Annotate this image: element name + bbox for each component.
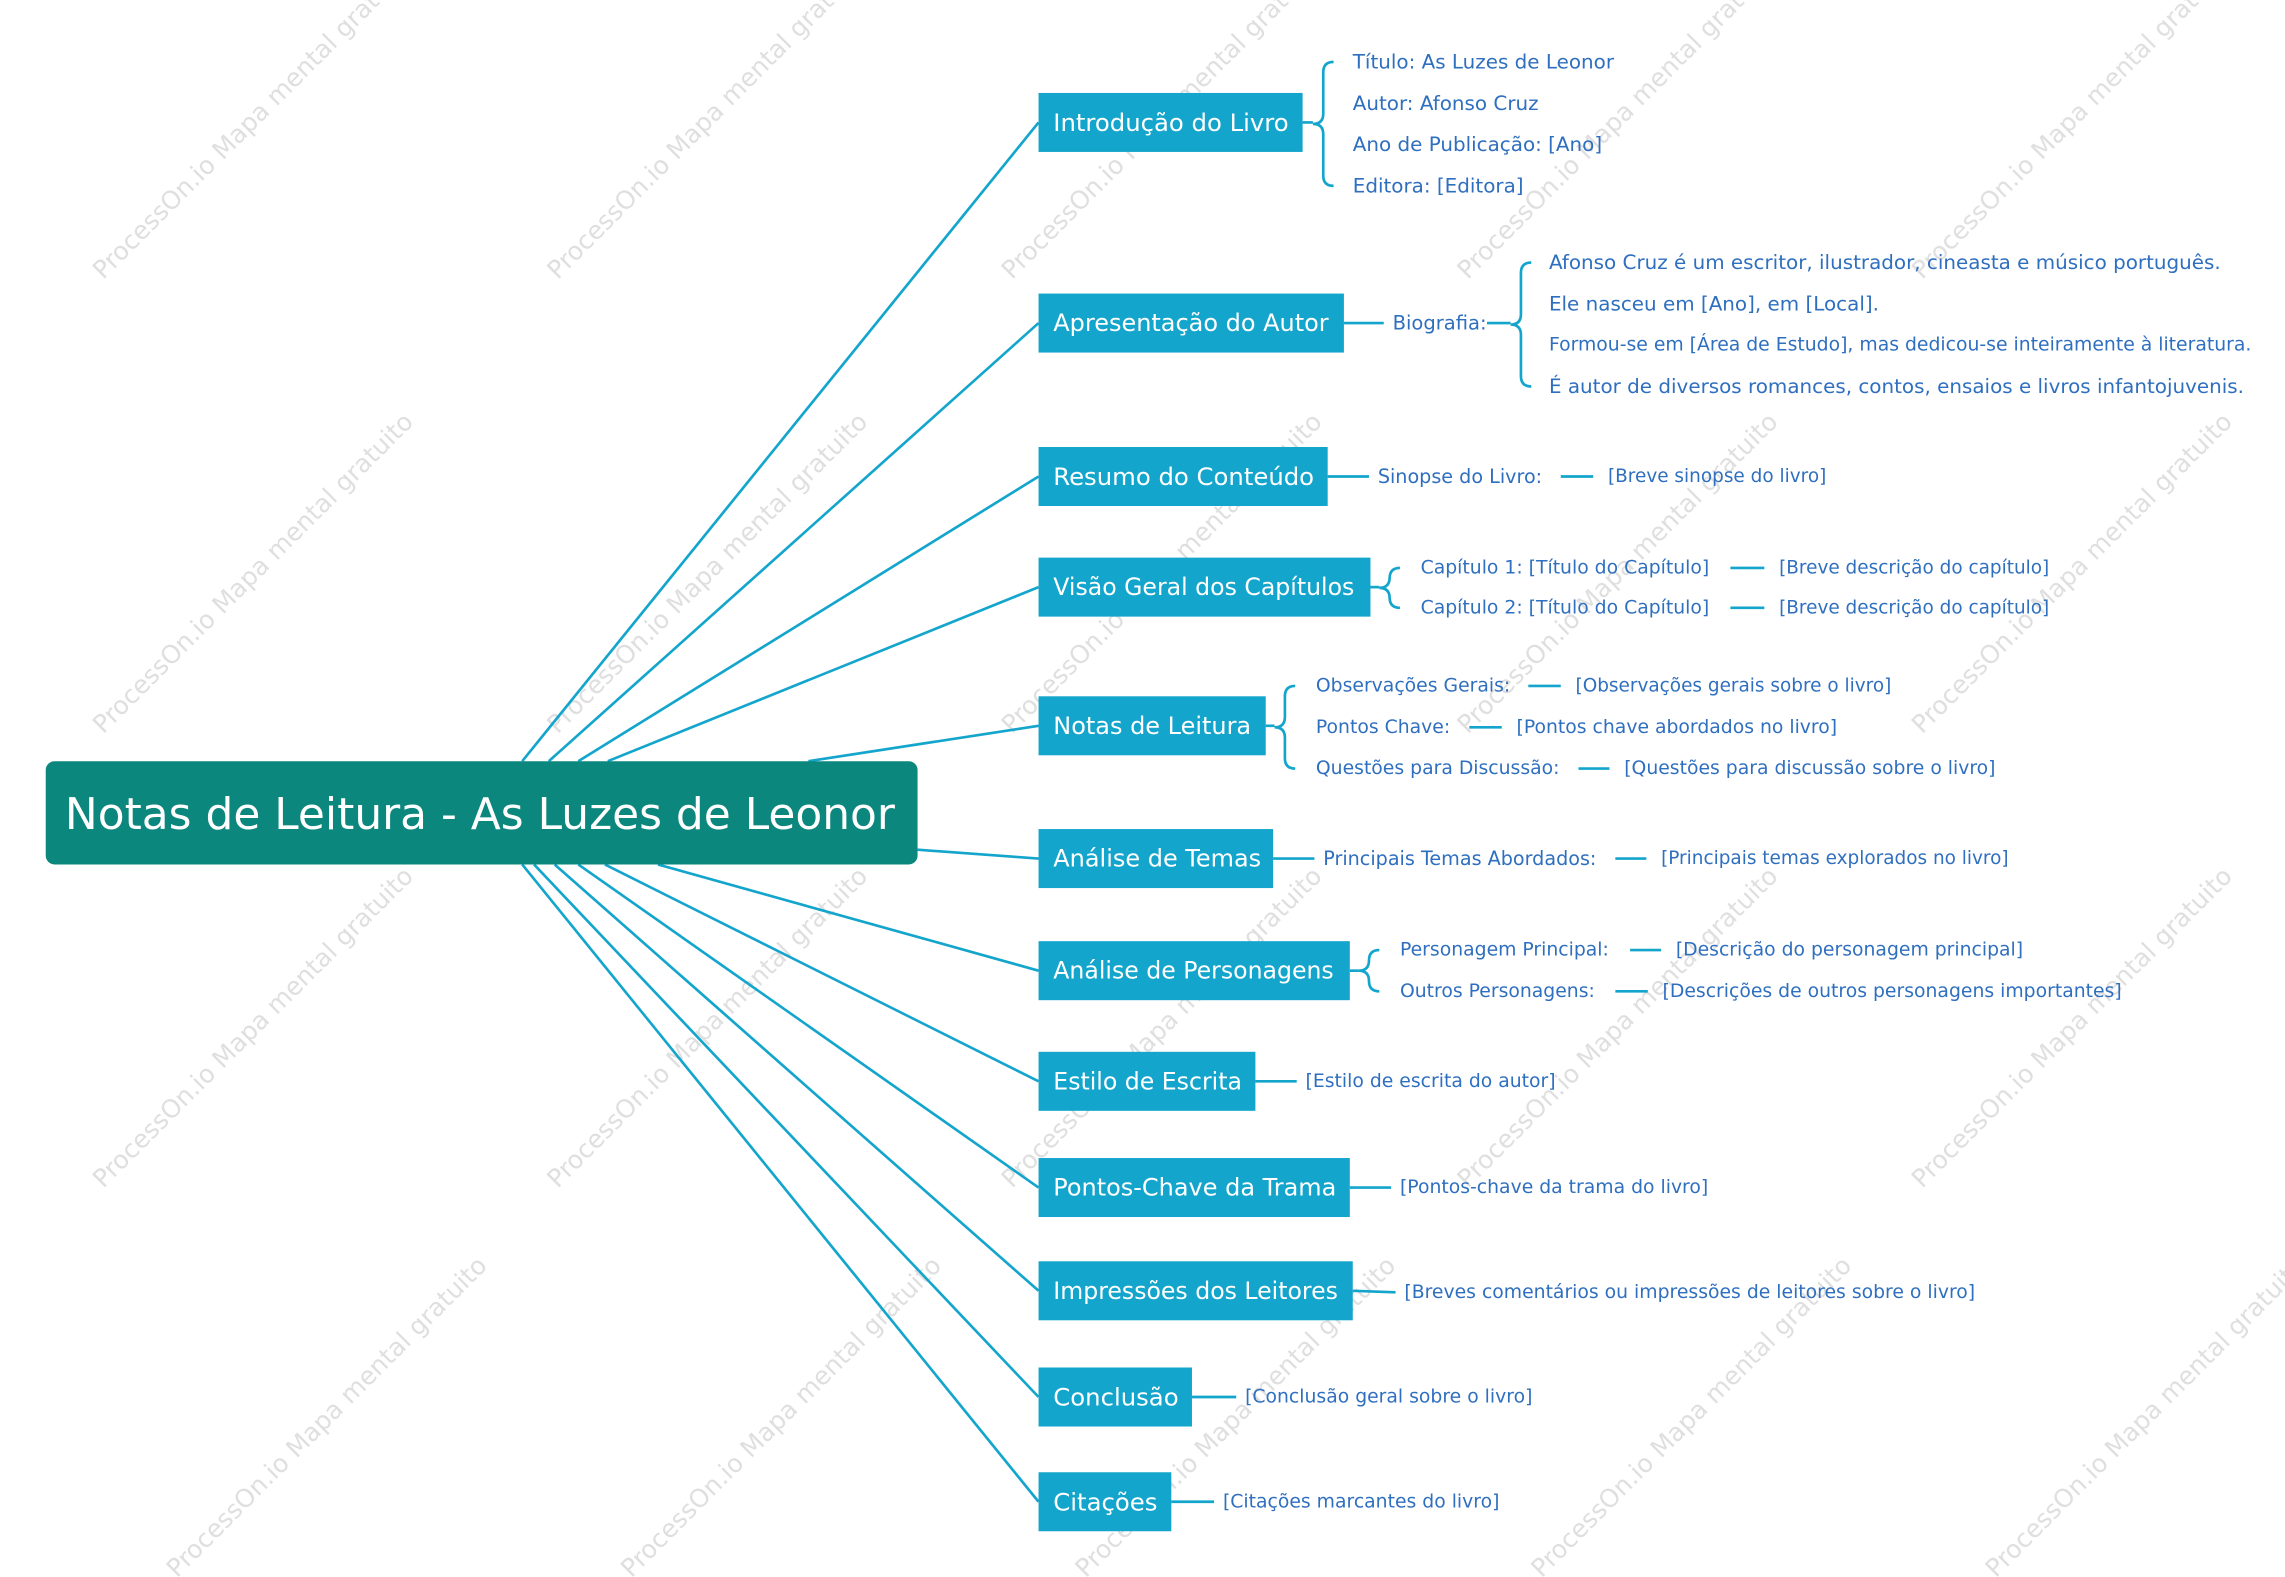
detail-text: [Descrições de outros personagens import… [1663, 981, 2122, 1002]
branch-node[interactable] [1038, 446, 1328, 506]
root-connector [808, 724, 1039, 763]
branch-connector [1352, 1289, 1396, 1294]
root-connector [657, 863, 1039, 972]
branch-node[interactable] [1038, 1367, 1192, 1427]
branch-label: Resumo do Conteúdo [1053, 462, 1314, 491]
sub-topic-text: Pontos Chave: [1316, 717, 1450, 738]
root-connector [547, 322, 1040, 763]
branch-label: Visão Geral dos Capítulos [1053, 573, 1354, 601]
branch-node[interactable] [1038, 941, 1350, 1001]
detail-text: [Questões para discussão sobre o livro] [1624, 758, 1995, 779]
detail-text: [Descrição do personagem principal] [1676, 940, 2023, 961]
detail-text: Afonso Cruz é um escritor, ilustrador, c… [1549, 251, 2221, 274]
watermark-text: ProcessOn.io Mapa mental gratuito [1906, 0, 2238, 285]
sub-topic-text: Outros Personagens: [1400, 981, 1595, 1002]
watermark-text: ProcessOn.io Mapa mental gratuito [161, 1251, 493, 1577]
branch-label: Conclusão [1053, 1383, 1178, 1412]
watermark-text: ProcessOn.io Mapa mental gratuito [1452, 861, 1784, 1193]
branch-node[interactable] [1038, 1051, 1256, 1111]
sub-topic-text: Capítulo 2: [Título do Capítulo] [1421, 597, 1710, 618]
root-connector [577, 475, 1040, 763]
detail-text: [Pontos-chave da trama do livro] [1400, 1177, 1708, 1198]
detail-text: [Conclusão geral sobre o livro] [1245, 1387, 1532, 1408]
bracket-connector [1379, 566, 1401, 610]
branch-node[interactable] [1038, 1158, 1350, 1218]
root-connector [917, 848, 1039, 860]
bracket-connector [1312, 60, 1334, 188]
sub-topic-text: Biografia: [1393, 312, 1487, 335]
branch-node[interactable] [1038, 829, 1274, 889]
watermark-text: ProcessOn.io Mapa mental gratuito [615, 1251, 947, 1577]
detail-text: Ele nasceu em [Ano], em [Local]. [1549, 292, 1879, 315]
bracket-connector [1510, 261, 1532, 388]
branch-node[interactable] [1038, 1261, 1353, 1321]
detail-text: [Estilo de escrita do autor] [1306, 1071, 1556, 1092]
root-connector [533, 863, 1040, 1398]
watermark-text: ProcessOn.io Mapa mental gratuito [541, 0, 873, 285]
root-connector [521, 863, 1040, 1503]
root-connector [521, 121, 1040, 763]
watermark-text: ProcessOn.io Mapa mental gratuito [87, 0, 419, 285]
bracket-connector [1274, 684, 1296, 770]
sub-topic-text: Sinopse do Livro: [1378, 465, 1542, 488]
connector-layer [521, 60, 1765, 1504]
sub-topic-text: Questões para Discussão: [1316, 758, 1560, 779]
watermark-text: ProcessOn.io Mapa mental gratuito [996, 861, 1328, 1193]
branch-label: Impressões dos Leitores [1053, 1277, 1338, 1305]
sub-topic-text: Principais Temas Abordados: [1323, 847, 1596, 870]
watermark-text: ProcessOn.io Mapa mental gratuito [87, 861, 419, 1193]
detail-text: [Breve descrição do capítulo] [1779, 557, 2049, 578]
detail-text: [Pontos chave abordados no livro] [1517, 717, 1838, 738]
branch-node[interactable] [1038, 293, 1344, 353]
detail-text: [Breve descrição do capítulo] [1779, 597, 2049, 618]
detail-text: [Breve sinopse do livro] [1608, 466, 1826, 487]
branch-label: Estilo de Escrita [1053, 1067, 1242, 1095]
branch-node[interactable] [1038, 1472, 1172, 1532]
sub-topic-text: Capítulo 1: [Título do Capítulo] [1421, 557, 1710, 578]
watermark-text: ProcessOn.io Mapa mental gratuito [87, 407, 419, 739]
root-title: Notas de Leitura - As Luzes de Leonor [65, 789, 896, 840]
branch-node[interactable] [1038, 696, 1266, 756]
detail-text: [Breves comentários ou impressões de lei… [1404, 1282, 1975, 1303]
branch-node[interactable] [1038, 92, 1303, 152]
detail-text: Autor: Afonso Cruz [1353, 92, 1539, 115]
root-node[interactable] [45, 761, 918, 865]
branch-label: Notas de Leitura [1053, 712, 1251, 740]
watermark-text: ProcessOn.io Mapa mental gratuito [1980, 1251, 2285, 1577]
detail-text: Ano de Publicação: [Ano] [1353, 133, 1602, 156]
detail-text: [Observações gerais sobre o livro] [1576, 675, 1892, 696]
node-layer: Notas de Leitura - As Luzes de Leonor Int… [45, 50, 2251, 1532]
branch-label: Citações [1053, 1487, 1157, 1516]
root-connector [607, 585, 1040, 763]
branch-label: Apresentação do Autor [1053, 309, 1328, 337]
detail-text: É autor de diversos romances, contos, en… [1549, 375, 2244, 398]
detail-text: [Principais temas explorados no livro] [1661, 848, 2009, 869]
watermark-text: ProcessOn.io Mapa mental gratuito [1906, 861, 2238, 1193]
sub-topic-text: Observações Gerais: [1316, 675, 1510, 696]
branch-label: Introdução do Livro [1053, 108, 1288, 137]
root-connector [604, 863, 1040, 1083]
detail-text: Título: As Luzes de Leonor [1352, 50, 1615, 73]
detail-text: [Citações marcantes do livro] [1223, 1491, 1499, 1512]
detail-text: Editora: [Editora] [1353, 174, 1524, 197]
bracket-connector [1358, 948, 1380, 993]
branch-label: Análise de Temas [1053, 845, 1261, 873]
watermark-text: ProcessOn.io Mapa mental gratuito [541, 407, 873, 739]
branch-node[interactable] [1038, 557, 1371, 617]
root-connector [553, 863, 1040, 1292]
root-connector [577, 863, 1040, 1189]
detail-text: Formou-se em [Área de Estudo], mas dedic… [1549, 333, 2251, 356]
sub-topic-text: Personagem Principal: [1400, 940, 1609, 961]
branch-label: Pontos-Chave da Trama [1053, 1174, 1336, 1202]
branch-label: Análise de Personagens [1053, 957, 1333, 985]
